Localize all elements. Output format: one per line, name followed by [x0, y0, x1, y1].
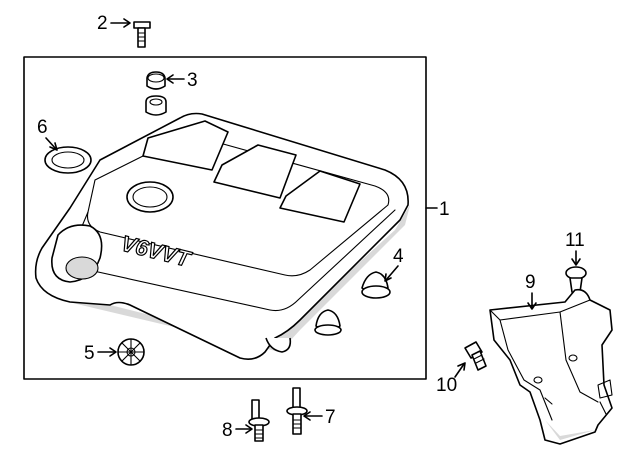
callout-6: 6	[37, 117, 48, 138]
callout-10: 10	[436, 375, 457, 396]
callout-7: 7	[325, 407, 336, 428]
callout-9: 9	[525, 272, 536, 293]
bolt-10[interactable]	[464, 341, 487, 371]
callout-2: 2	[97, 13, 108, 34]
bolt-2[interactable]	[133, 21, 151, 48]
grommet-4[interactable]	[361, 271, 391, 299]
callout-11: 11	[565, 230, 585, 251]
stud-8[interactable]	[248, 399, 270, 442]
bracket-9[interactable]	[489, 288, 613, 445]
cover-grommet[interactable]	[314, 309, 342, 336]
stud-7[interactable]	[286, 387, 308, 435]
seal[interactable]	[44, 146, 92, 174]
grommet-5[interactable]	[117, 338, 145, 366]
callout-1: 1	[439, 199, 450, 220]
assembly-frame	[23, 56, 427, 380]
grommet-3[interactable]	[146, 71, 166, 90]
callout-8: 8	[222, 420, 233, 441]
engine-cover[interactable]: V6VVT	[34, 112, 410, 360]
callout-3: 3	[187, 70, 198, 91]
callout-5: 5	[84, 343, 95, 364]
callout-4: 4	[393, 246, 404, 267]
cover-stud-grommet[interactable]	[145, 95, 167, 116]
